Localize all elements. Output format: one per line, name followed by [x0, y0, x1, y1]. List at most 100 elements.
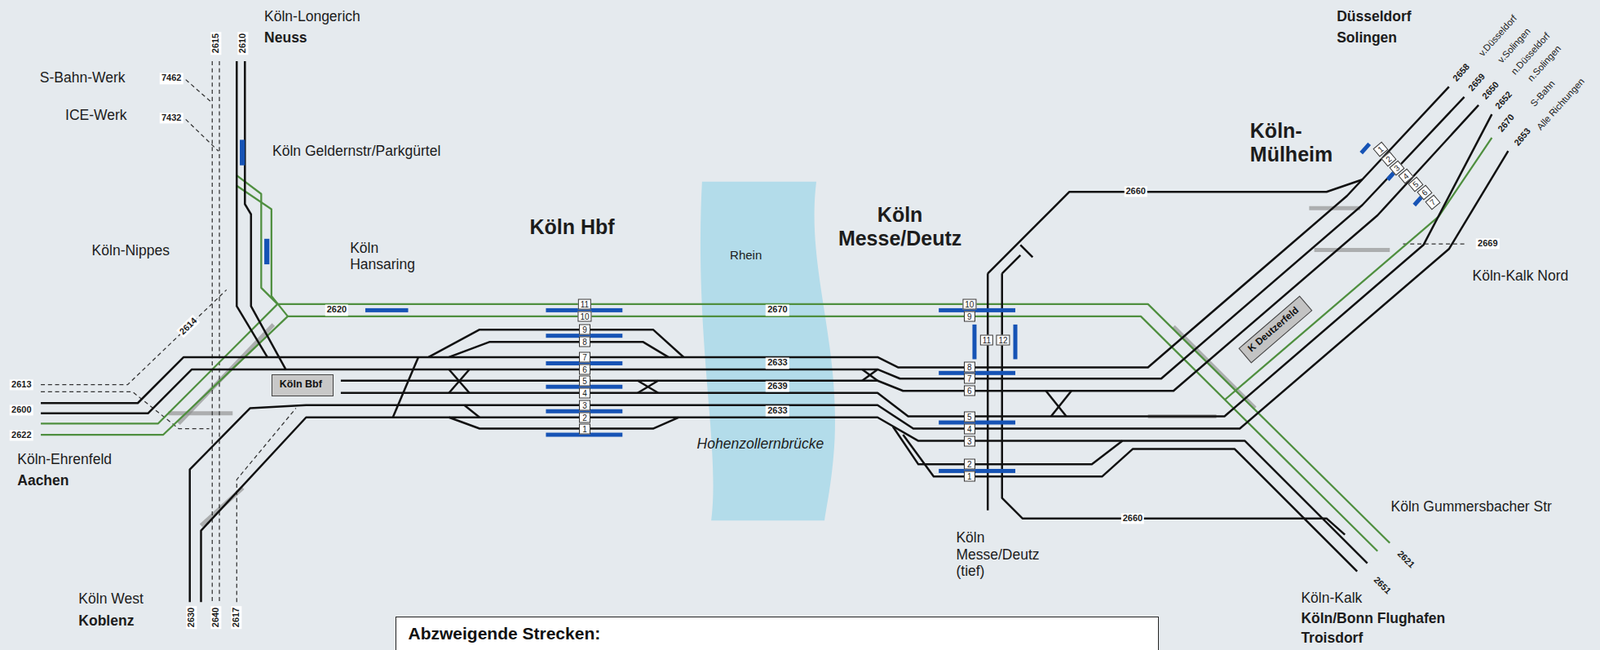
- platform-number: 2: [579, 411, 591, 423]
- main-track: [236, 61, 268, 358]
- main-track: [244, 61, 286, 370]
- main-track: [1046, 390, 1067, 416]
- platform: [938, 468, 1016, 473]
- main-track: [1002, 273, 1345, 535]
- platform-number: 7: [963, 373, 976, 385]
- station-name: Troisdorf: [1300, 629, 1363, 646]
- line-number: 2670: [765, 304, 789, 316]
- station-name: Köln Messe/Deutz: [828, 203, 972, 251]
- main-track: [637, 380, 659, 394]
- main-track: [1020, 244, 1033, 257]
- station-name: Köln-Kalk: [1300, 589, 1362, 606]
- station-name: Köln-Nippes: [92, 242, 170, 259]
- line-number: 2622: [9, 430, 33, 442]
- station-name: Köln Messe/Deutz (tief): [955, 529, 1058, 579]
- main-track: [190, 150, 1509, 602]
- line-number: 2630: [186, 605, 198, 629]
- sbahn-track: [40, 304, 1390, 544]
- platform-number: 6: [963, 385, 976, 397]
- line-number: 7462: [159, 73, 183, 84]
- platform: [365, 308, 409, 313]
- line-number: 2653: [1511, 125, 1534, 148]
- station-name: Köln Geldernstr/Parkgürtel: [272, 142, 441, 160]
- line-number: 2617: [231, 605, 243, 629]
- line-number: 7432: [159, 113, 183, 124]
- platform: [938, 420, 1016, 425]
- station-name: ICE-Werk: [65, 106, 128, 124]
- yard-box: K Deutzerfeld: [1238, 296, 1313, 364]
- sbahn-track: [236, 185, 288, 317]
- dashed-track: [218, 61, 220, 602]
- line-number: 2669: [1476, 238, 1499, 249]
- sbahn-track: [40, 316, 1378, 552]
- river-name: Rhein: [729, 247, 762, 262]
- line-number: 2658: [1450, 61, 1472, 84]
- station-name: Aachen: [17, 472, 69, 489]
- station-name: S-Bahn-Werk: [39, 69, 126, 86]
- line-number: 2613: [9, 379, 33, 390]
- platform: [264, 238, 270, 265]
- main-track: [449, 341, 669, 358]
- line-number: 2621: [1395, 548, 1418, 571]
- station-name: Köln West: [78, 590, 143, 607]
- main-track: [40, 97, 1465, 414]
- platform-number: 8: [579, 336, 591, 348]
- line-number: 2660: [1123, 186, 1147, 198]
- station-name: Köln-Kalk Nord: [1472, 267, 1570, 284]
- river: [700, 181, 836, 521]
- platform-number: 4: [579, 387, 591, 398]
- station-name: Köln Hbf: [529, 215, 615, 239]
- line-number: 2633: [765, 406, 789, 417]
- line-number: 2614: [176, 314, 202, 339]
- main-track: [201, 417, 1368, 602]
- line-number: 2652: [1493, 88, 1515, 111]
- line-number: 2640: [211, 605, 222, 629]
- platform-number: 1: [963, 471, 976, 482]
- main-track: [449, 417, 680, 429]
- platform-number: 11: [578, 298, 592, 310]
- platform-number: 3: [579, 399, 591, 411]
- main-track: [1051, 390, 1072, 416]
- line-number: 2651: [1371, 574, 1394, 597]
- platform-number: 2: [963, 459, 976, 470]
- station-name: Koblenz: [78, 612, 134, 629]
- box-label: Köln Bbf: [279, 378, 326, 390]
- line-number: 2639: [765, 381, 789, 393]
- line-number: 2633: [765, 358, 789, 369]
- station-name: Köln/Bonn Flughafen: [1300, 609, 1446, 627]
- dashed-track: [185, 119, 219, 151]
- platform-number: 8: [963, 362, 976, 373]
- platform-number: 9: [579, 324, 591, 336]
- box-label: K Deutzerfeld: [1246, 303, 1304, 355]
- platform: [972, 324, 977, 360]
- platform-number: 5: [579, 375, 591, 386]
- platform-number: 12: [995, 334, 1010, 345]
- line-number: 2615: [211, 30, 222, 54]
- station-name: Köln Gummersbacher Str: [1390, 498, 1552, 515]
- station-name: Köln Hansaring: [349, 239, 428, 273]
- yard-box: Köln Bbf: [271, 374, 334, 397]
- platform-number: 11: [980, 334, 994, 345]
- platform-number: 10: [577, 310, 592, 322]
- line-number: 2620: [325, 304, 349, 316]
- platform-number: 1: [579, 423, 591, 434]
- platform: [239, 139, 245, 165]
- bridge-crossing: [167, 411, 233, 416]
- box-label: Abzweigende Strecken:: [407, 623, 1147, 644]
- station-name: Neuss: [264, 29, 308, 46]
- main-track: [464, 405, 480, 418]
- bridge-crossing: [1173, 326, 1256, 408]
- platform: [938, 308, 1016, 313]
- platform: [1361, 143, 1370, 153]
- dashed-track: [40, 289, 227, 385]
- station-name: Köln-Ehrenfeld: [17, 450, 112, 468]
- platform-number: 5: [963, 411, 976, 422]
- platform-number: 9: [963, 310, 976, 322]
- bridge-crossing: [1314, 247, 1391, 252]
- platform-number: 3: [963, 435, 976, 447]
- main-track: [1002, 255, 1021, 275]
- platform-number: 6: [579, 363, 591, 375]
- main-track: [987, 179, 1362, 274]
